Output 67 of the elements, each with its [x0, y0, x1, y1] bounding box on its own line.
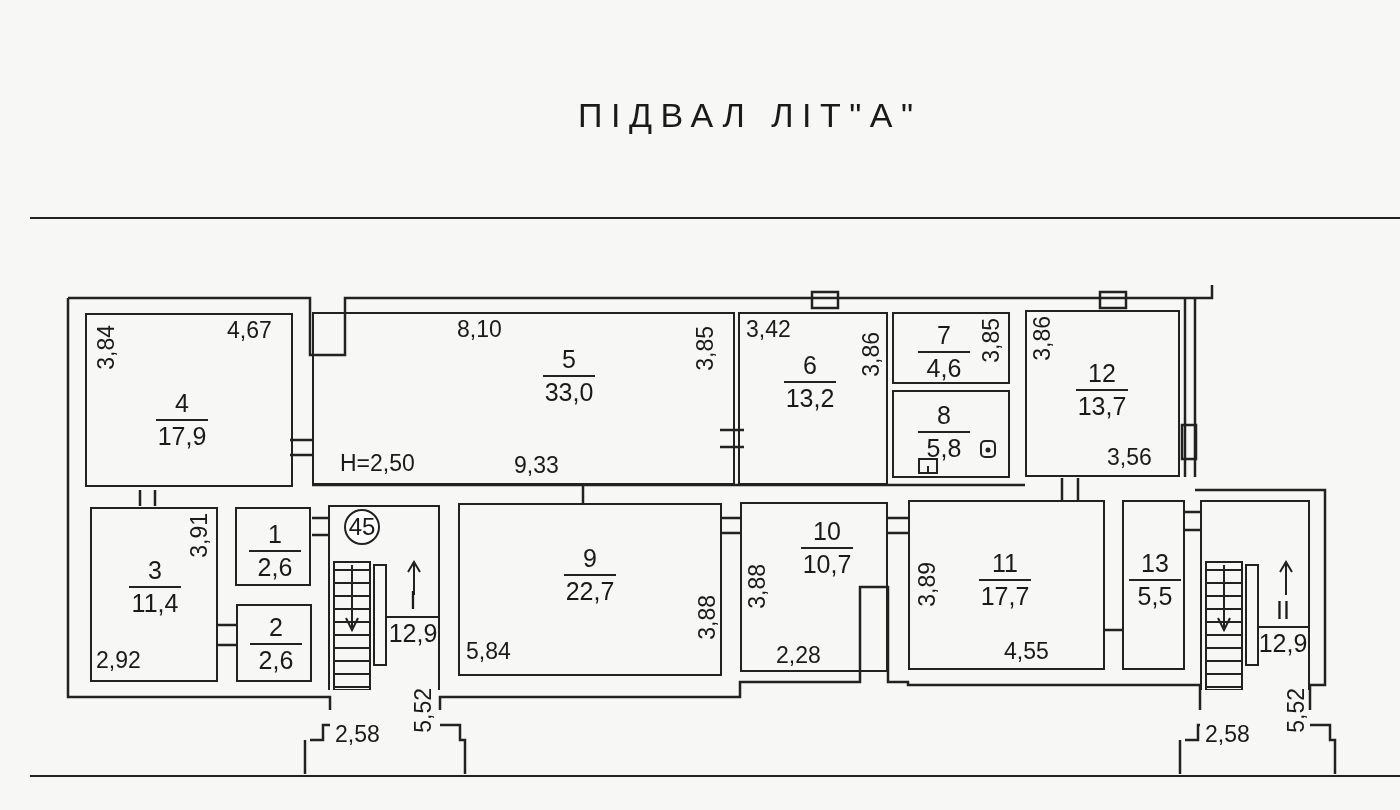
room-number: 2 — [268, 615, 284, 640]
dimension-text: 3,42 — [746, 318, 791, 341]
room-area: 2,6 — [258, 648, 294, 673]
room-number: 10 — [812, 519, 842, 544]
room-area: 12,9 — [388, 621, 438, 646]
dimension-text: 3,85 — [980, 318, 1003, 363]
dimension-text: 4,67 — [227, 319, 272, 342]
dimension-text: 3,88 — [746, 564, 769, 609]
dimension-text: 3,86 — [860, 332, 883, 377]
dimension-text: 3,89 — [916, 562, 939, 607]
room-outline — [236, 604, 312, 682]
room-outline — [1025, 310, 1180, 477]
room-number: I — [408, 588, 418, 613]
dimension-text: 5,52 — [1285, 688, 1308, 733]
dimension-text: 3,85 — [694, 326, 717, 371]
room-area: 33,0 — [544, 380, 594, 405]
room-number: 7 — [936, 323, 952, 348]
room-area: 2,6 — [257, 555, 293, 580]
room-outline — [892, 390, 1010, 478]
room-area: 4,6 — [926, 356, 962, 381]
dimension-text: 9,33 — [514, 454, 559, 477]
dimension-text: 5,52 — [412, 688, 435, 733]
room-outline — [892, 312, 1010, 384]
room-number: 11 — [991, 551, 1019, 576]
room-outline — [738, 312, 888, 485]
room-area: 11,4 — [131, 591, 179, 616]
room-outline — [740, 502, 888, 672]
dimension-text: 8,10 — [457, 318, 502, 341]
dimension-text: 3,86 — [1031, 316, 1054, 361]
room-outline — [908, 500, 1105, 670]
room-number: 9 — [582, 546, 598, 571]
plan-title: ПІДВАЛ ЛІТ"А" — [578, 98, 922, 132]
dimension-text: 3,56 — [1107, 446, 1152, 469]
room-number: II — [1275, 598, 1291, 623]
dimension-text: 3,88 — [696, 595, 719, 640]
room-outline — [312, 312, 735, 485]
room-outline — [90, 507, 218, 682]
room-number: 4 — [174, 391, 190, 416]
room-number: 8 — [936, 403, 952, 428]
room-area: 17,9 — [157, 424, 207, 449]
dimension-text: 2,92 — [96, 649, 141, 672]
dimension-text: 5,84 — [466, 640, 511, 663]
room-area: 17,7 — [980, 584, 1030, 609]
dimension-text: 2,28 — [776, 644, 821, 667]
room-number: 13 — [1140, 551, 1170, 576]
dimension-text: 4,55 — [1004, 640, 1049, 663]
room-outline — [1122, 500, 1185, 670]
dimension-text: 3,84 — [95, 325, 118, 370]
room-area: 10,7 — [802, 552, 852, 577]
room-outline — [235, 507, 311, 586]
room-area: 5,8 — [926, 436, 962, 461]
room-number: 1 — [267, 522, 283, 547]
dimension-text: 2,58 — [1205, 723, 1250, 746]
room-number: 3 — [147, 558, 163, 583]
room-number: 5 — [561, 347, 577, 372]
room-area: 13,7 — [1077, 394, 1127, 419]
dimension-text: 2,58 — [335, 723, 380, 746]
room-area: 13,2 — [785, 386, 835, 411]
room-area: 22,7 — [565, 579, 615, 604]
ceiling-height-text: H=2,50 — [340, 452, 415, 475]
room-area: 5,5 — [1137, 584, 1173, 609]
room-outline — [85, 313, 293, 487]
room-outline — [458, 503, 722, 676]
room-area: 12,9 — [1258, 631, 1308, 656]
room-number: 6 — [802, 353, 818, 378]
room-number: 12 — [1087, 361, 1117, 386]
dimension-text: 3,91 — [188, 513, 211, 558]
